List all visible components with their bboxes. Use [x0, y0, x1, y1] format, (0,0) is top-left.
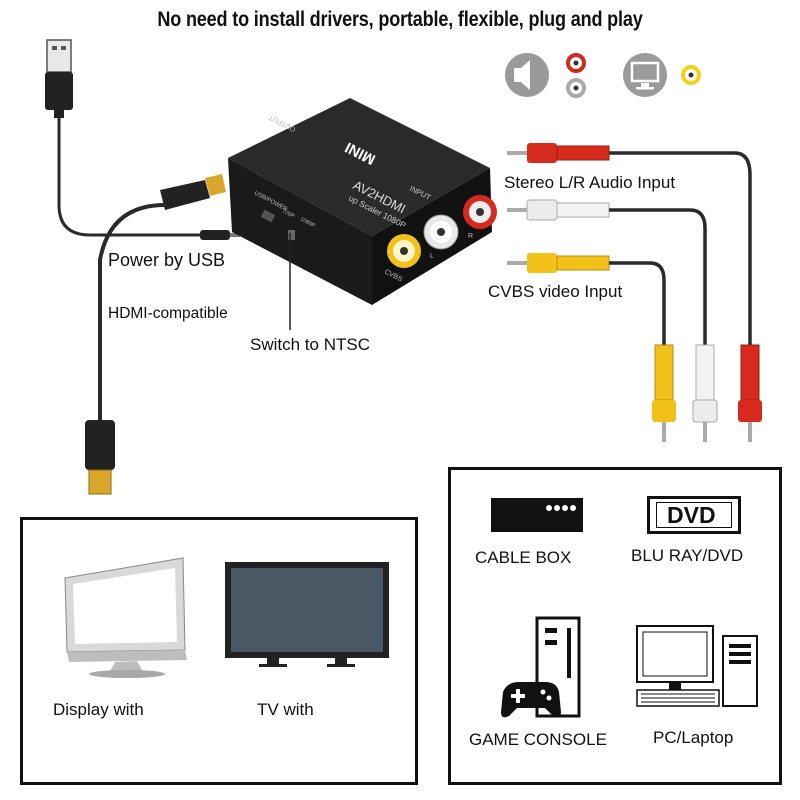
hdmi-plug-icon: [160, 174, 226, 210]
av2hdmi-adapter: [228, 98, 497, 305]
monitor-icon: [623, 53, 667, 97]
monitor-caption: Display with: [53, 700, 144, 719]
rca-yellow-plug-bottom: [652, 344, 676, 442]
port-output-label: OUTPUT: [267, 113, 296, 133]
tv-caption: TV with: [257, 700, 314, 719]
jack-l-label: L: [430, 253, 434, 260]
rca-white-plug-top: [507, 199, 610, 221]
pc-icon: [636, 625, 758, 707]
dvd-badge-text: DVD: [667, 502, 716, 528]
cable-box-label: CABLE BOX: [475, 548, 572, 567]
gamepad-icon: [501, 682, 561, 718]
headline: No need to install drivers, portable, fl…: [157, 8, 643, 31]
switch-label: Switch to NTSC: [250, 335, 370, 354]
jack-r-label: R: [468, 233, 473, 240]
display-panel: Display with TV with: [20, 517, 418, 785]
rca-red-plug-top: [507, 143, 610, 163]
audio-input-label: Stereo L/R Audio Input: [504, 173, 676, 192]
video-input-label: CVBS video Input: [488, 282, 623, 301]
power-label: Power by USB: [108, 250, 226, 270]
rca-red-plug-bottom: [738, 344, 762, 442]
game-console-icon: [501, 616, 581, 718]
blu-ray-label: BLU RAY/DVD: [631, 546, 744, 565]
rca-yellow-plug-top: [507, 253, 610, 273]
hdmi-label: HDMI-compatible: [108, 305, 228, 322]
red-white-jack-icon: [566, 53, 586, 98]
source-panel: CABLE BOX DVD BLU RAY/DVD GAME CONSOLE P…: [448, 467, 782, 785]
switch-720-label: 720P: [281, 208, 295, 219]
speaker-icon: [505, 53, 549, 97]
pc-label: PC/Laptop: [653, 728, 734, 747]
usb-plug-icon: [45, 39, 73, 118]
game-console-label: GAME CONSOLE: [469, 730, 607, 749]
tv-illustration: [225, 562, 389, 667]
yellow-jack-icon: [681, 65, 701, 85]
rca-white-plug-bottom: [692, 344, 718, 442]
dvd-badge: DVD: [647, 496, 741, 534]
monitor-illustration: [64, 557, 187, 678]
cable-box-icon: [491, 498, 583, 532]
